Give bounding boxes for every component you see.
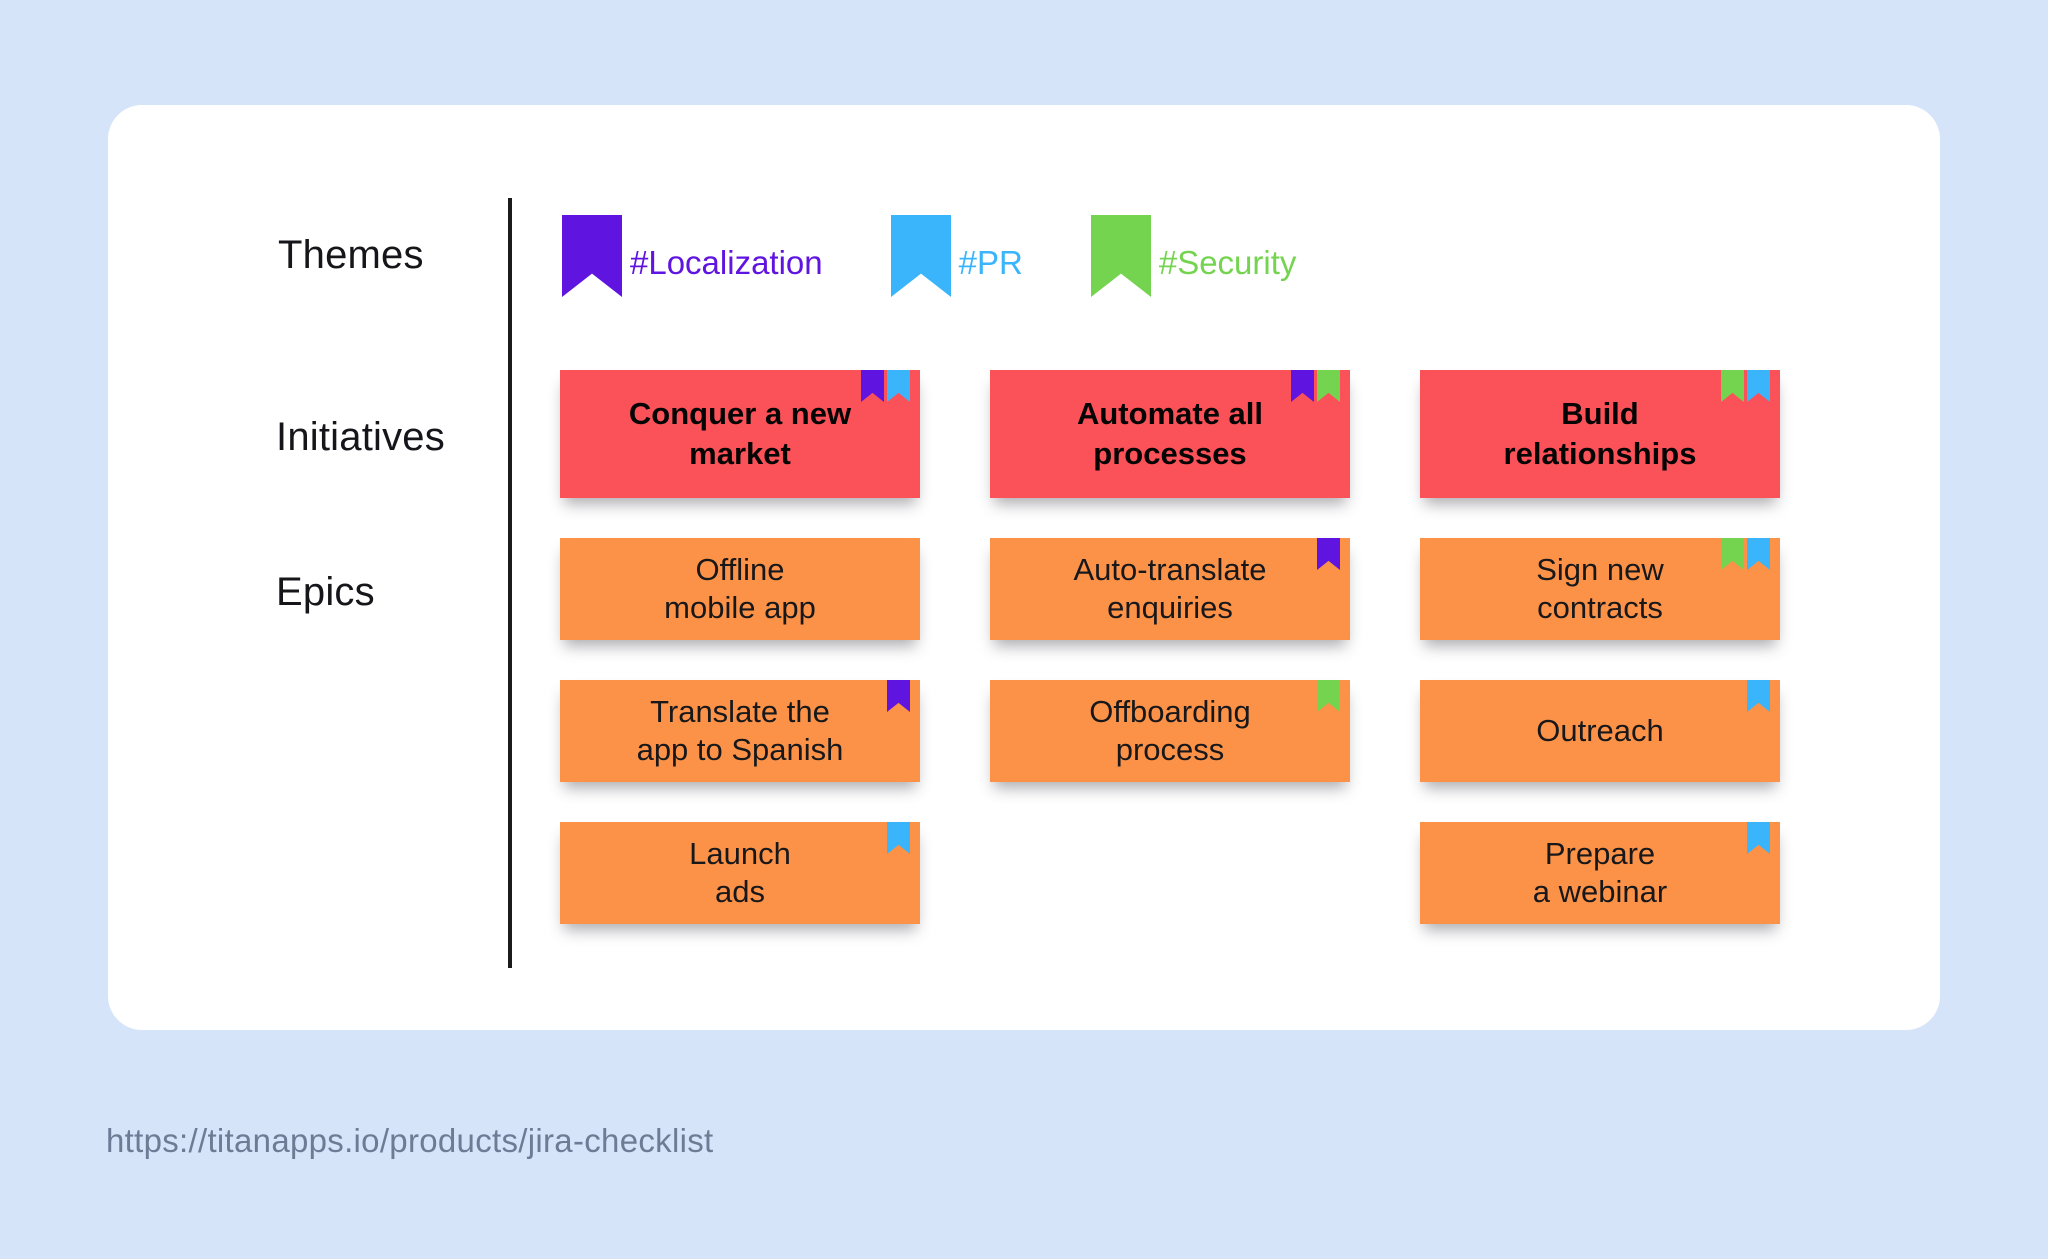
epic-card-title: Prepare a webinar: [1532, 835, 1668, 909]
epic-card[interactable]: Offboarding process: [990, 680, 1350, 782]
bookmark-icon: [562, 215, 622, 297]
bookmark-icon: [1317, 538, 1340, 570]
epic-card-title: Offline mobile app: [664, 551, 816, 625]
epic-card-title: Launch ads: [689, 835, 791, 909]
theme-tag-row: [861, 370, 910, 402]
epic-slot-empty: [990, 822, 1350, 924]
theme-tag-row: [887, 822, 910, 854]
theme-legend-item[interactable]: #PR: [890, 215, 1023, 297]
bookmark-icon: [887, 822, 910, 854]
epic-card[interactable]: Auto-translate enquiries: [990, 538, 1350, 640]
bookmark-icon: [1747, 822, 1770, 854]
initiative-card-title: Automate all processes: [1076, 396, 1264, 471]
theme-tag-row: [1317, 680, 1340, 712]
theme-legend-item[interactable]: #Security: [1090, 215, 1297, 297]
epic-card[interactable]: Sign new contracts: [1420, 538, 1780, 640]
bookmark-icon: [1317, 370, 1340, 402]
bookmark-icon: [1090, 215, 1151, 297]
bookmark-icon: [1721, 538, 1744, 570]
epic-card-title: Offboarding process: [1089, 693, 1251, 767]
bookmark-icon: [887, 370, 910, 402]
initiative-card-title: Build relationships: [1503, 396, 1697, 471]
theme-tag-row: [887, 680, 910, 712]
theme-tag-row: [1747, 680, 1770, 712]
bookmark-icon: [1317, 680, 1340, 712]
row-label-themes: Themes: [278, 233, 424, 277]
bookmark-icon: [1291, 370, 1314, 402]
bookmark-icon: [890, 215, 951, 297]
theme-legend-label: #PR: [958, 243, 1023, 281]
theme-tag-row: [1747, 822, 1770, 854]
vertical-axis-divider: [508, 198, 512, 968]
epic-card-title: Outreach: [1536, 712, 1664, 748]
theme-legend-label: #Security: [1158, 243, 1297, 281]
initiative-card[interactable]: Automate all processes: [990, 370, 1350, 498]
theme-legend-label: #Localization: [630, 243, 823, 281]
row-label-initiatives: Initiatives: [276, 415, 445, 459]
epic-card[interactable]: Translate the app to Spanish: [560, 680, 920, 782]
bookmark-icon: [1747, 370, 1770, 402]
epic-card[interactable]: Offline mobile app: [560, 538, 920, 640]
bookmark-icon: [861, 370, 884, 402]
theme-legend: #Localization #PR #Security: [562, 215, 1296, 297]
epic-card-title: Auto-translate enquiries: [1073, 551, 1267, 625]
theme-legend-item[interactable]: #Localization: [562, 215, 823, 297]
theme-tag-row: [1721, 370, 1770, 402]
bookmark-icon: [887, 680, 910, 712]
bookmark-icon: [1747, 680, 1770, 712]
bookmark-icon: [1747, 538, 1770, 570]
epic-card[interactable]: Prepare a webinar: [1420, 822, 1780, 924]
footer-url[interactable]: https://titanapps.io/products/jira-check…: [106, 1122, 714, 1159]
initiative-card[interactable]: Build relationships: [1420, 370, 1780, 498]
row-label-epics: Epics: [276, 570, 375, 614]
initiative-card-title: Conquer a new market: [628, 396, 852, 471]
theme-tag-row: [1721, 538, 1770, 570]
theme-tag-row: [1317, 538, 1340, 570]
bookmark-icon: [1721, 370, 1744, 402]
epic-card-title: Sign new contracts: [1536, 551, 1664, 625]
epic-card-title: Translate the app to Spanish: [636, 693, 844, 767]
epic-card[interactable]: Outreach: [1420, 680, 1780, 782]
initiative-card[interactable]: Conquer a new market: [560, 370, 920, 498]
theme-tag-row: [1291, 370, 1340, 402]
epic-card[interactable]: Launch ads: [560, 822, 920, 924]
